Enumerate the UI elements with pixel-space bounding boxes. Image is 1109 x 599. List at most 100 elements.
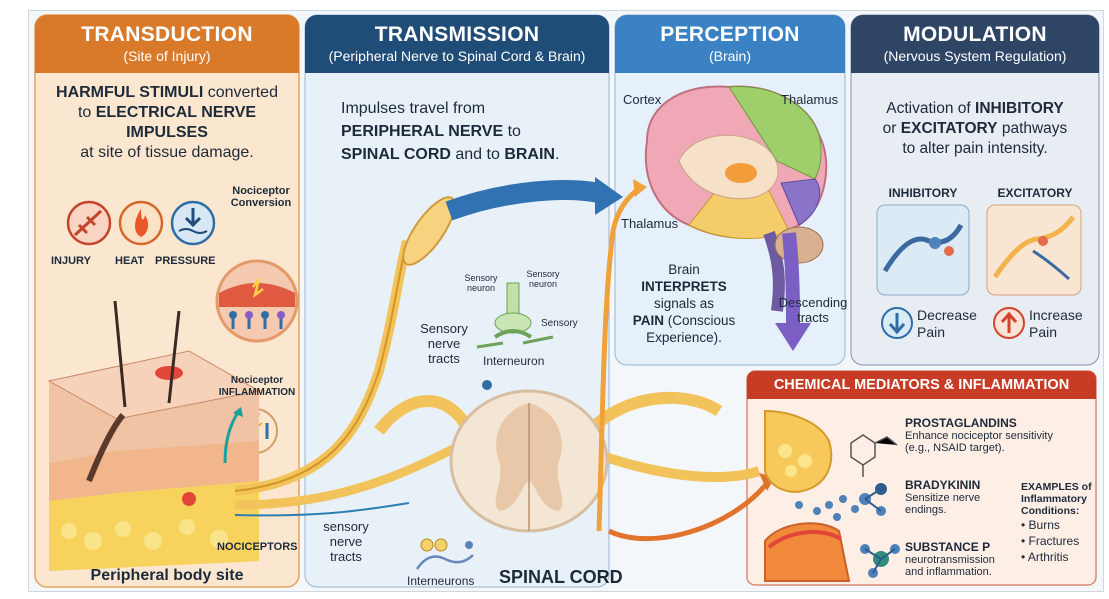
- examples-block: EXAMPLES of Inflammatory Conditions: • B…: [1021, 481, 1092, 565]
- nociceptor-inflammation-label: Nociceptor INFLAMMATION: [217, 375, 297, 399]
- decrease-arrow-icon: [882, 308, 912, 338]
- prostaglandins-desc-line2: (e.g., NSAID target).: [905, 442, 1005, 454]
- injury-label: INJURY: [51, 255, 91, 267]
- transduction-header: TRANSDUCTION (Site of Injury): [35, 15, 299, 73]
- example-fractures: • Fractures: [1021, 534, 1079, 548]
- decrease-pain-label: Decrease Pain: [917, 307, 977, 341]
- brain-line4-rest: (Conscious: [664, 313, 735, 328]
- transmission-title: TRANSMISSION: [305, 15, 609, 47]
- heat-icon: [120, 202, 162, 244]
- increase-line1: Increase: [1029, 307, 1083, 323]
- excitatory-text: EXCITATORY: [901, 120, 998, 137]
- decrease-line2: Pain: [917, 324, 945, 340]
- interneurons-label: Interneurons: [407, 575, 474, 588]
- inhibitory-label: INHIBITORY: [875, 187, 971, 199]
- descending-line2: tracts: [797, 310, 829, 325]
- harmful-stimuli-text: HARMFUL STIMULI: [56, 84, 203, 101]
- brain-line5: Experience).: [646, 330, 722, 345]
- sensory-label: Sensory: [541, 317, 578, 330]
- increase-pain-label: Increase Pain: [1029, 307, 1083, 341]
- spinal-cord-text: SPINAL CORD: [341, 146, 451, 163]
- transmission-description: Impulses travel from PERIPHERAL NERVE to…: [341, 97, 601, 166]
- lower-tracts-line2: nerve: [330, 534, 363, 549]
- lower-tracts-line3: tracts: [330, 549, 362, 564]
- modulation-line3: to alter pain intensity.: [902, 140, 1047, 157]
- sensory-nerve-tracts-lower-label: sensory nerve tracts: [315, 519, 377, 564]
- substance-p-desc-line2: and inflammation.: [905, 566, 992, 578]
- transduction-line3: at site of tissue damage.: [80, 144, 253, 161]
- excitatory-label: EXCITATORY: [987, 187, 1083, 199]
- transduction-line1-rest: converted: [203, 84, 278, 101]
- transmission-line3-end: .: [555, 146, 559, 163]
- decrease-line1: Decrease: [917, 307, 977, 323]
- modulation-line2-rest: pathways: [998, 120, 1068, 137]
- brain-line3: signals as: [654, 296, 714, 311]
- modulation-line1-prefix: Activation of: [886, 100, 975, 117]
- transduction-subtitle: (Site of Injury): [35, 47, 299, 65]
- sensory-neuron-b-line1: Sensory: [526, 269, 559, 279]
- sensory-nerve-tracts-upper-label: Sensory nerve tracts: [415, 321, 473, 366]
- prostaglandins-block: PROSTAGLANDINS Enhance nociceptor sensit…: [905, 417, 1053, 454]
- sensory-neuron-a-line1: Sensory: [464, 273, 497, 283]
- upper-tracts-line3: tracts: [428, 351, 460, 366]
- bradykinin-desc-line2: endings.: [905, 504, 947, 516]
- inhibitory-illustration: [877, 205, 969, 295]
- transmission-line3-mid: and to: [451, 146, 504, 163]
- transmission-header: TRANSMISSION (Peripheral Nerve to Spinal…: [305, 15, 609, 73]
- infographic-frame: TRANSDUCTION (Site of Injury) TRANSMISSI…: [28, 10, 1104, 592]
- modulation-title: MODULATION: [851, 15, 1099, 47]
- nociceptor-inflammation-line1: Nociceptor: [231, 375, 283, 386]
- spinal-cord-label: SPINAL CORD: [499, 567, 623, 588]
- pressure-icon: [172, 202, 214, 244]
- examples-title-line3: Conditions:: [1021, 505, 1079, 517]
- transduction-title: TRANSDUCTION: [35, 15, 299, 47]
- thalamus-top-label: Thalamus: [781, 93, 838, 106]
- brain-text: BRAIN: [504, 146, 555, 163]
- chemical-mediators-header: CHEMICAL MEDIATORS & INFLAMMATION: [747, 371, 1096, 399]
- prostaglandins-desc-line1: Enhance nociceptor sensitivity: [905, 430, 1053, 442]
- bradykinin-block: BRADYKININ Sensitize nerve endings.: [905, 479, 980, 516]
- transmission-line1: Impulses travel from: [341, 100, 485, 117]
- modulation-description: Activation of INHIBITORY or EXCITATORY p…: [855, 99, 1095, 159]
- sensory-neuron-b-line2: neuron: [529, 279, 557, 289]
- bradykinin-label: BRADYKININ: [905, 478, 980, 492]
- electrical-impulses-text: ELECTRICAL NERVE IMPULSES: [96, 104, 256, 141]
- pain-text: PAIN: [633, 313, 664, 328]
- substance-p-block: SUBSTANCE P neurotransmission and inflam…: [905, 541, 995, 578]
- brain-interprets-text: Brain INTERPRETS signals as PAIN (Consci…: [627, 261, 741, 346]
- nociceptor-conversion-label: Nociceptor Conversion: [223, 185, 299, 209]
- perception-title: PERCEPTION: [615, 15, 845, 47]
- transduction-description: HARMFUL STIMULI converted to ELECTRICAL …: [39, 83, 295, 163]
- descending-tracts-label: Descending tracts: [773, 295, 853, 325]
- transmission-subtitle: (Peripheral Nerve to Spinal Cord & Brain…: [305, 47, 609, 65]
- thalamus-left-label: Thalamus: [621, 217, 678, 230]
- lower-tracts-line1: sensory: [323, 519, 369, 534]
- modulation-subtitle: (Nervous System Regulation): [851, 47, 1099, 65]
- sensory-neuron-a-line2: neuron: [467, 283, 495, 293]
- inhibitory-text: INHIBITORY: [975, 100, 1064, 117]
- examples-title-line2: Inflammatory: [1021, 493, 1087, 505]
- substance-p-label: SUBSTANCE P: [905, 540, 990, 554]
- cortex-label: Cortex: [623, 93, 661, 106]
- upper-tracts-line2: nerve: [428, 336, 461, 351]
- nociceptor-conversion-line1: Nociceptor: [232, 185, 289, 197]
- example-burns: • Burns: [1021, 518, 1060, 532]
- examples-title-line1: EXAMPLES of: [1021, 481, 1092, 493]
- peripheral-body-site-label: Peripheral body site: [37, 567, 297, 585]
- peripheral-nerve-text: PERIPHERAL NERVE: [341, 123, 503, 140]
- injury-icon: [68, 202, 110, 244]
- nociceptors-label: NOCICEPTORS: [217, 541, 297, 553]
- modulation-header: MODULATION (Nervous System Regulation): [851, 15, 1099, 73]
- bradykinin-desc-line1: Sensitize nerve: [905, 492, 980, 504]
- interneuron-label: Interneuron: [483, 355, 544, 368]
- transduction-line2-prefix: to: [78, 104, 96, 121]
- upper-tracts-line1: Sensory: [420, 321, 468, 336]
- prostaglandins-label: PROSTAGLANDINS: [905, 416, 1017, 430]
- modulation-line2-prefix: or: [883, 120, 901, 137]
- nociceptor-inflammation-line2: INFLAMMATION: [219, 387, 295, 398]
- increase-line2: Pain: [1029, 324, 1057, 340]
- increase-arrow-icon: [994, 308, 1024, 338]
- perception-header: PERCEPTION (Brain): [615, 15, 845, 73]
